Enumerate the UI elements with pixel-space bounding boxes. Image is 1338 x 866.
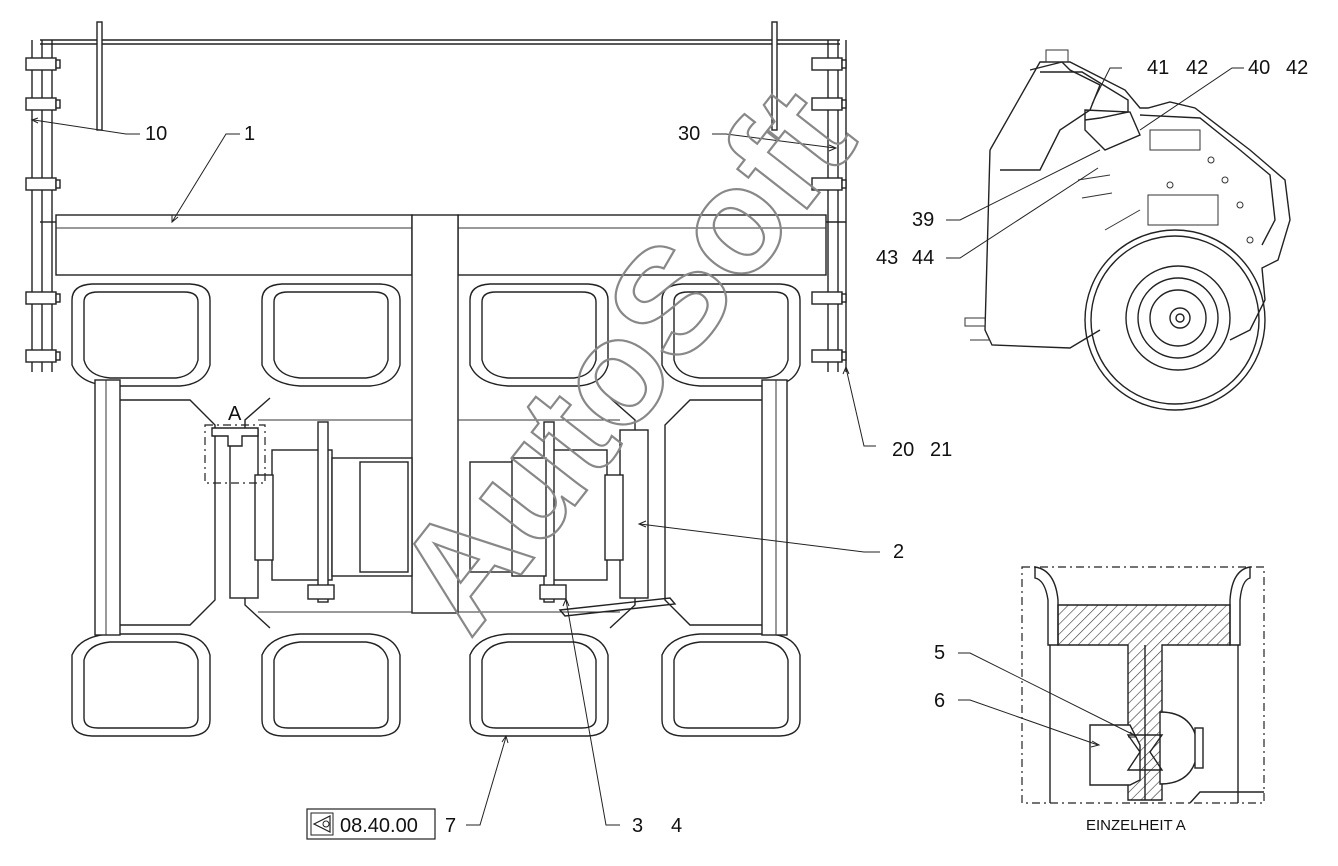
detail-a-letter: A bbox=[228, 403, 242, 425]
lower-tire-4 bbox=[661, 633, 801, 737]
detail-a-marker: A bbox=[204, 403, 266, 484]
clamp-left-5 bbox=[25, 349, 61, 363]
callout-7: 7 bbox=[445, 815, 456, 837]
clamp-right-3 bbox=[811, 177, 847, 191]
clamp-left-3 bbox=[25, 177, 61, 191]
callout-4: 4 bbox=[671, 815, 682, 837]
callout-5: 5 bbox=[934, 642, 945, 664]
right-hub bbox=[458, 419, 677, 617]
chain-frame bbox=[31, 21, 847, 372]
callout-10: 10 bbox=[145, 123, 167, 145]
cross-beam bbox=[40, 214, 846, 614]
lower-tire-1 bbox=[71, 633, 211, 737]
callout-2: 2 bbox=[893, 541, 904, 563]
callout-42b: 42 bbox=[1286, 57, 1308, 79]
detail-a-title: EINZELHEIT A bbox=[1086, 817, 1186, 834]
callout-44: 44 bbox=[912, 247, 934, 269]
chain-clamps bbox=[25, 57, 847, 363]
lower-tire-2 bbox=[261, 633, 401, 737]
upper-tires bbox=[71, 283, 801, 387]
clamp-right-2 bbox=[811, 97, 847, 111]
leader-lines bbox=[30, 67, 1244, 826]
callout-6: 6 bbox=[934, 690, 945, 712]
rims bbox=[94, 379, 788, 636]
callout-43: 43 bbox=[876, 247, 898, 269]
clamp-left-4 bbox=[25, 291, 61, 305]
clamp-left-2 bbox=[25, 97, 61, 111]
callout-40: 40 bbox=[1248, 57, 1270, 79]
callout-42a: 42 bbox=[1186, 57, 1208, 79]
callout-3: 3 bbox=[632, 815, 643, 837]
upper-tire-1 bbox=[71, 283, 211, 387]
upper-tire-4 bbox=[661, 283, 801, 387]
callout-20: 20 bbox=[892, 439, 914, 461]
upper-tire-2 bbox=[261, 283, 401, 387]
lower-tires bbox=[71, 633, 801, 737]
callout-21: 21 bbox=[930, 439, 952, 461]
clamp-left-1 bbox=[25, 57, 61, 71]
clamp-right-5 bbox=[811, 349, 847, 363]
detail-a-view: EINZELHEIT A bbox=[1021, 566, 1265, 834]
machine-side-view bbox=[964, 49, 1291, 411]
callout-labels: 10 1 30 20 21 2 3 4 7 5 6 41 42 40 42 39… bbox=[145, 57, 1308, 837]
left-hub bbox=[229, 419, 413, 613]
reference-code: 08.40.00 bbox=[340, 815, 418, 837]
callout-41: 41 bbox=[1147, 57, 1169, 79]
reference-box[interactable]: 08.40.00 bbox=[306, 808, 436, 840]
clamp-right-1 bbox=[811, 57, 847, 71]
upper-tire-3 bbox=[469, 283, 609, 387]
callout-39: 39 bbox=[912, 209, 934, 231]
callout-1: 1 bbox=[244, 123, 255, 145]
eye-view-icon bbox=[310, 812, 334, 836]
clamp-right-4 bbox=[811, 291, 847, 305]
callout-30: 30 bbox=[678, 123, 700, 145]
lower-tire-3 bbox=[469, 633, 609, 737]
